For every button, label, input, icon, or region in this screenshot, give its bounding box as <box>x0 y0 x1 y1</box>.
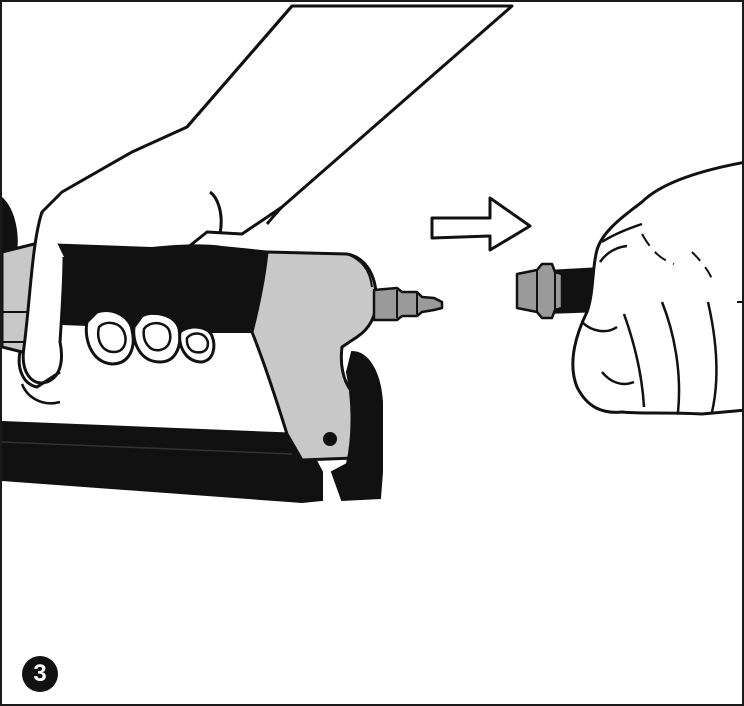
tool-nosepiece <box>374 288 442 320</box>
tool-frame-arm <box>2 422 322 502</box>
right-hand <box>573 162 744 414</box>
right-arrow-icon <box>432 198 530 250</box>
step-number-badge: 3 <box>22 656 58 692</box>
pivot-pin <box>323 432 337 446</box>
